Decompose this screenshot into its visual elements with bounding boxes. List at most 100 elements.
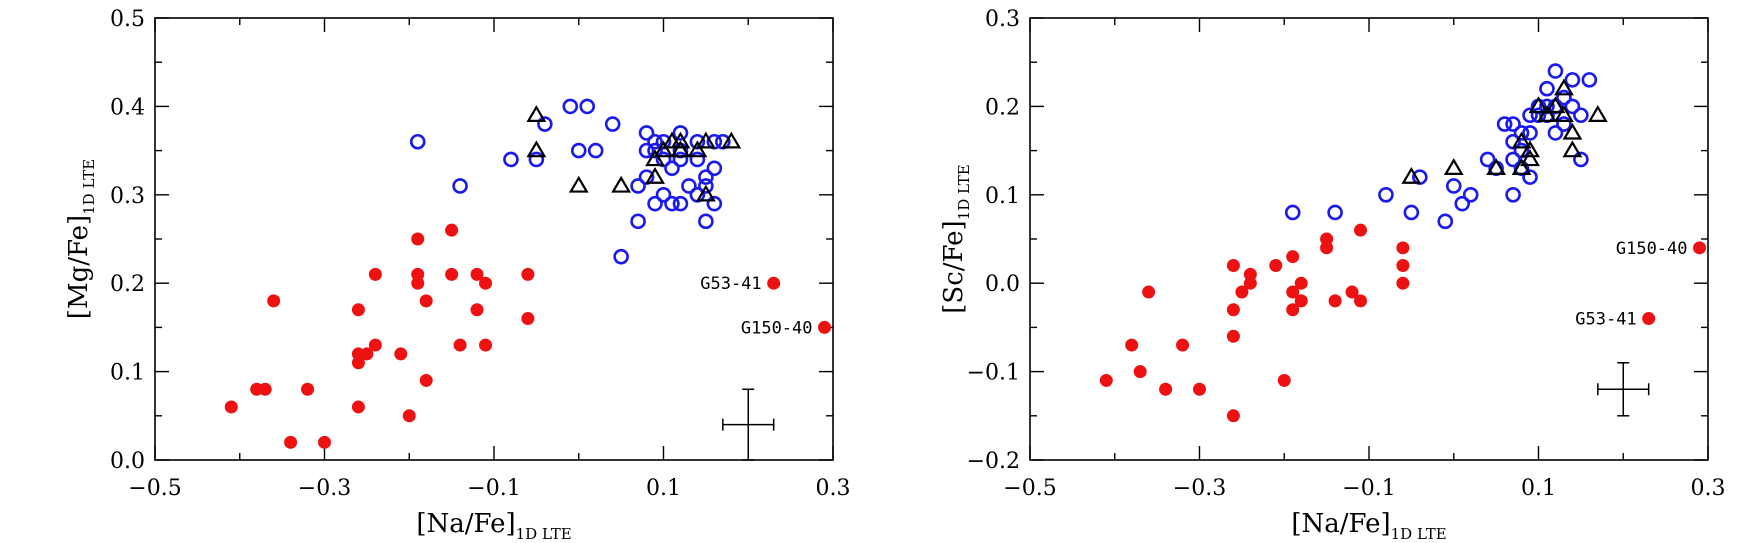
y-tick-label: 0.1 [985,184,1020,209]
data-point-open-circle [1378,187,1394,203]
data-point-open-circle [613,248,629,265]
x-tick-label: −0.1 [467,476,520,501]
error-bar [722,388,775,461]
data-point-filled-circle [1125,338,1139,352]
data-point-open-triangle [695,131,716,149]
y-tick-label: −0.2 [967,449,1020,474]
y-tick-label: 0.4 [110,95,145,120]
data-point-open-triangle [1587,105,1608,122]
data-point-filled-circle [470,303,484,317]
data-point-filled-circle [479,338,493,352]
data-point-filled-circle [267,294,281,308]
data-point-open-triangle [1511,131,1532,149]
data-point-filled-circle [1294,276,1308,290]
data-point-filled-circle [818,320,832,334]
data-point-open-circle [689,151,706,168]
data-point-open-triangle [1520,140,1540,158]
data-point-open-circle [1522,107,1538,124]
data-point-open-circle [1505,187,1521,203]
data-point-open-triangle [1486,158,1507,175]
data-point-open-circle [409,133,426,150]
data-point-open-circle [664,195,680,212]
y-tick-label: 0.2 [110,272,145,297]
x-tick-label: 0.3 [816,476,851,501]
data-point-open-triangle [645,166,665,184]
data-point-open-circle [528,151,545,168]
data-point-open-circle [698,178,714,194]
data-point-open-circle [562,98,579,115]
data-point-filled-circle [470,267,484,281]
data-point-filled-circle [411,232,425,246]
data-point-filled-circle [360,347,374,361]
data-point-filled-circle [1226,409,1240,423]
data-point-filled-circle [1226,303,1240,317]
data-point-open-triangle [611,175,632,193]
data-point-filled-circle [479,276,493,290]
data-point-filled-circle [1396,241,1410,255]
y-tick-label: 0.2 [985,95,1020,120]
star-annotation: G53-41 [1575,310,1636,330]
data-point-filled-circle [521,267,535,281]
data-point-open-circle [1445,178,1462,194]
x-axis-label: [Na/Fe]1D LTE [416,509,571,543]
data-point-open-triangle [645,149,665,167]
data-point-open-triangle [670,131,691,149]
y-tick-label: 0.0 [985,272,1020,297]
data-point-open-circle [1573,151,1589,168]
data-point-open-circle [647,195,663,212]
data-point-filled-circle [284,435,298,449]
data-point-open-circle [1505,116,1521,132]
data-point-filled-circle [1693,241,1707,255]
star-annotation: G53-41 [700,274,761,294]
y-tick-label: 0.1 [110,361,145,386]
data-point-open-circle [1496,116,1513,132]
error-bar [1597,362,1650,417]
data-point-open-circle [1573,107,1589,124]
data-point-open-triangle [1443,158,1464,175]
plot-frame [1029,17,1709,461]
data-point-filled-circle [1354,223,1368,237]
data-point-open-circle [681,178,697,194]
data-point-filled-circle [1269,259,1283,273]
data-point-open-circle [698,169,714,185]
data-point-filled-circle [1286,303,1300,317]
data-point-filled-circle [394,347,408,361]
data-point-open-triangle [526,105,547,122]
data-point-open-triangle [721,131,742,149]
data-point-open-circle [1284,204,1301,221]
x-tick-label: 0.1 [1521,476,1556,501]
data-point-filled-circle [1159,382,1173,396]
data-point-filled-circle [1142,285,1156,299]
data-point-open-circle [1547,125,1564,141]
data-point-open-circle [1505,151,1521,168]
data-point-open-circle [638,142,655,159]
data-point-filled-circle [767,276,781,290]
data-point-filled-circle [351,303,365,317]
data-point-filled-circle [1345,285,1359,299]
data-point-filled-circle [258,382,272,396]
data-point-filled-circle [1226,329,1240,343]
data-point-open-circle [638,125,655,141]
data-point-filled-circle [368,267,382,281]
data-point-filled-circle [1286,250,1300,264]
data-point-open-circle [698,213,714,230]
data-point-open-triangle [1554,105,1574,122]
y-tick-label: 0.5 [110,7,145,32]
data-point-open-circle [630,178,646,194]
data-point-open-triangle [670,140,691,158]
data-point-open-circle [1403,204,1420,221]
data-point-filled-circle [1099,373,1113,387]
data-point-filled-circle [1286,285,1300,299]
data-point-open-circle [664,160,680,177]
data-point-filled-circle [411,276,425,290]
data-point-filled-circle [1642,312,1656,326]
star-annotation: G150-40 [1616,239,1688,259]
data-point-filled-circle [1277,373,1291,387]
data-point-open-circle [1479,151,1496,168]
data-point-open-circle [647,133,663,150]
data-point-open-circle [630,213,646,230]
data-point-open-triangle [687,140,708,158]
data-point-open-triangle [1554,78,1574,96]
